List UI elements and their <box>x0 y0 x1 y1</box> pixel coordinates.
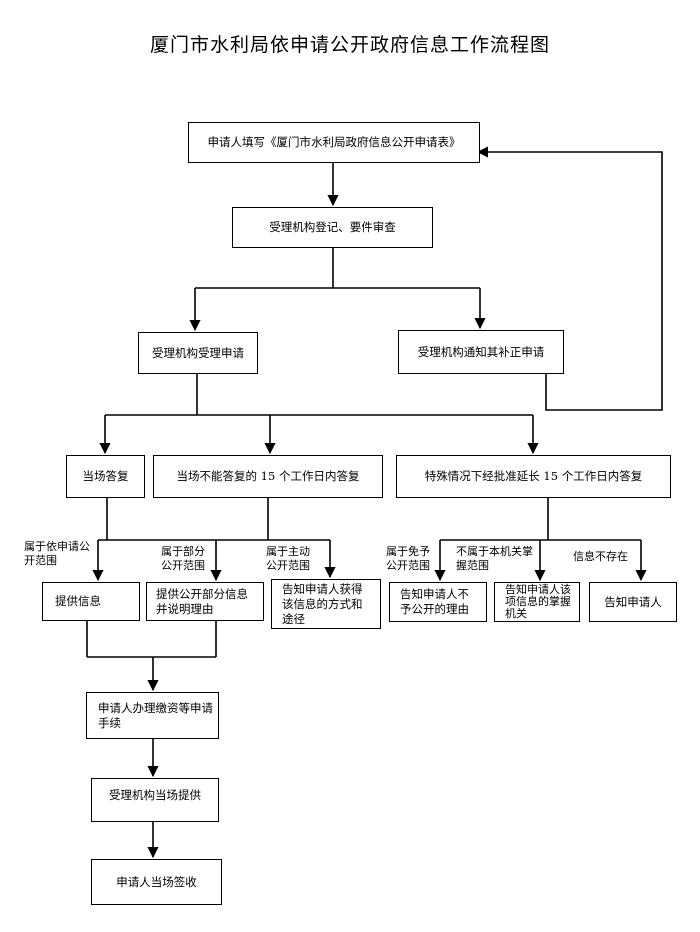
node-accept-label: 受理机构受理申请 <box>152 345 244 360</box>
node-reply-15days: 当场不能答复的 15 个工作日内答复 <box>153 455 383 498</box>
node-pay-fees-label: 申请人办理缴资等申请手续 <box>98 700 213 730</box>
node-extend-reply: 特殊情况下经批准延长 15 个工作日内答复 <box>396 455 671 498</box>
node-pay-fees: 申请人办理缴资等申请手续 <box>86 692 219 739</box>
node-tell-applicant: 告知申请人 <box>589 582 677 622</box>
label-proactive-scope: 属于主动公开范围 <box>266 545 310 572</box>
node-onsite-reply: 当场答复 <box>66 455 145 498</box>
node-provide-partial: 提供公开部分信息并说明理由 <box>146 582 264 621</box>
node-notify-supplement: 受理机构通知其补正申请 <box>398 330 564 374</box>
label-exempt-scope: 属于免予公开范围 <box>386 545 430 572</box>
node-applicant-sign-label: 申请人当场签收 <box>116 874 197 889</box>
node-applicant-sign: 申请人当场签收 <box>91 859 222 905</box>
node-tell-exempt-reason-label: 告知申请人不予公开的理由 <box>400 587 469 616</box>
node-fill-form: 申请人填写《厦门市水利局政府信息公开申请表》 <box>188 122 480 163</box>
node-tell-applicant-label: 告知申请人 <box>604 594 662 609</box>
node-tell-method: 告知申请人获得该信息的方式和途径 <box>271 579 381 629</box>
node-agency-provide: 受理机构当场提供 <box>91 778 219 822</box>
node-onsite-reply-label: 当场答复 <box>82 469 129 483</box>
node-tell-method-label: 告知申请人获得该信息的方式和途径 <box>282 581 363 626</box>
node-accept: 受理机构受理申请 <box>138 332 258 374</box>
node-provide-info-label: 提供信息 <box>55 594 101 608</box>
node-tell-exempt-reason: 告知申请人不予公开的理由 <box>389 582 487 622</box>
label-partial-scope: 属于部分公开范围 <box>161 545 205 572</box>
node-register: 受理机构登记、要件审查 <box>232 207 433 248</box>
node-register-label: 受理机构登记、要件审查 <box>269 220 396 234</box>
node-tell-agency-label: 告知申请人该项信息的掌握机关 <box>505 583 571 620</box>
label-not-agency: 不属于本机关掌握范围 <box>456 545 533 572</box>
node-tell-agency: 告知申请人该项信息的掌握机关 <box>494 582 580 622</box>
label-in-scope: 属于依申请公开范围 <box>24 540 90 567</box>
node-provide-partial-label: 提供公开部分信息并说明理由 <box>156 586 248 616</box>
node-reply-15days-label: 当场不能答复的 15 个工作日内答复 <box>176 469 360 483</box>
label-not-exist: 信息不存在 <box>573 550 628 563</box>
node-notify-supplement-label: 受理机构通知其补正申请 <box>417 344 545 359</box>
node-fill-form-label: 申请人填写《厦门市水利局政府信息公开申请表》 <box>207 135 461 149</box>
page-title: 厦门市水利局依申请公开政府信息工作流程图 <box>149 34 550 56</box>
node-extend-reply-label: 特殊情况下经批准延长 15 个工作日内答复 <box>424 469 643 483</box>
node-agency-provide-label: 受理机构当场提供 <box>109 788 201 802</box>
node-provide-info: 提供信息 <box>42 582 140 621</box>
